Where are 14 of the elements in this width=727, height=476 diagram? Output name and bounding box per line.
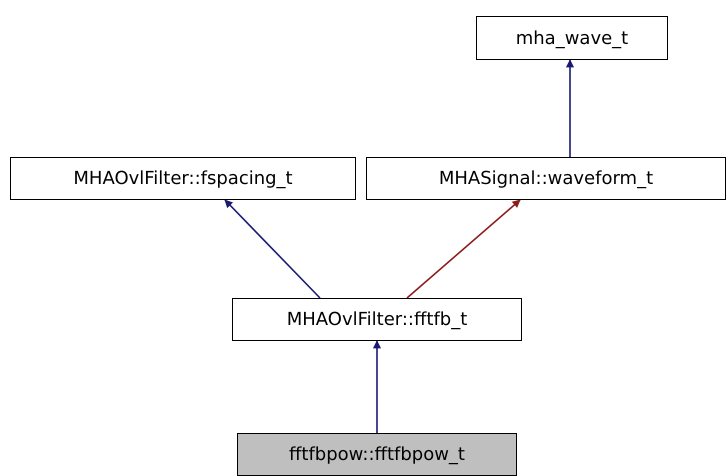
class-name: MHAOvlFilter::fspacing_t (73, 168, 293, 189)
class-box (237, 433, 517, 476)
inheritance-arrow (373, 340, 381, 433)
class-name: mha_wave_t (516, 28, 628, 48)
inheritance-arrow (406, 199, 521, 299)
class-name: MHAOvlFilter::fftfb_t (286, 309, 468, 330)
class-name: MHASignal::waveform_t (438, 168, 654, 189)
class-box (10, 157, 356, 200)
class-box (232, 298, 522, 341)
inheritance-arrow (224, 199, 321, 299)
class-box (366, 157, 726, 200)
class-name: fftfbpow::fftfbpow_t (289, 444, 465, 465)
inheritance-arrow (566, 60, 574, 157)
class-box (476, 16, 668, 60)
